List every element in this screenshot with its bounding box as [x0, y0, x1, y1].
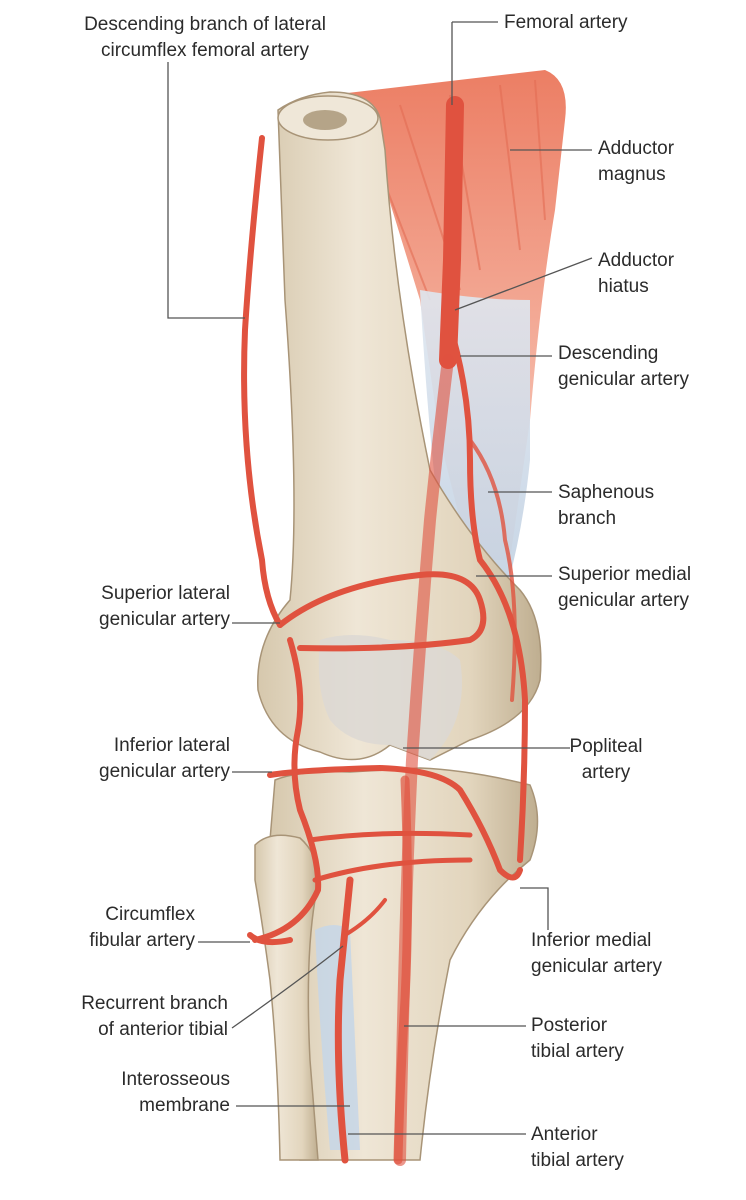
label-superior-lateral-genicular: Superior lateral genicular artery: [99, 583, 230, 630]
descending-genicular-vessel: [445, 317, 528, 863]
leader-descending-branch: [167, 62, 245, 319]
superior-genicular-ring: [277, 571, 487, 652]
anterior-tibial-vessel: [334, 876, 354, 1164]
artery-network: [241, 96, 528, 1166]
inferior-genicular-ring: [267, 765, 523, 881]
label-descending-branch-lateral: Descending branch of lateral circumflex …: [84, 14, 326, 61]
fibula-bone: [254, 834, 319, 1161]
label-recurrent-branch-anterior-tibial: Recurrent branch of anterior tibial: [81, 993, 228, 1040]
label-descending-genicular: Descending genicular artery: [558, 343, 689, 390]
label-saphenous-branch: Saphenous branch: [558, 482, 655, 529]
descending-branch-lateral-vessel: [241, 135, 283, 628]
leader-lines: [167, 21, 593, 1135]
posterior-tibial-vessel: [393, 775, 412, 1165]
label-circumflex-fibular: Circumflex fibular artery: [89, 904, 195, 951]
label-adductor-magnus: Adductor magnus: [598, 138, 675, 185]
label-femoral-artery: Femoral artery: [504, 12, 628, 33]
label-inferior-medial-genicular: Inferior medial genicular artery: [531, 930, 662, 977]
label-popliteal-artery: Popliteal artery: [569, 736, 643, 783]
label-posterior-tibial-artery: Posterior tibial artery: [531, 1015, 624, 1062]
recurrent-branch-vessel: [343, 898, 387, 937]
label-superior-medial-genicular: Superior medial genicular artery: [558, 564, 692, 611]
saphenous-branch-vessel: [468, 438, 517, 702]
lateral-chain-vessel: [252, 637, 322, 943]
label-interosseous-membrane: Interosseous membrane: [121, 1069, 230, 1116]
femur-bone: [257, 91, 542, 761]
label-adductor-hiatus: Adductor hiatus: [598, 250, 675, 297]
leader-recurrent-branch: [231, 945, 344, 1029]
leader-femoral-artery: [451, 21, 498, 105]
leader-adductor-hiatus: [454, 257, 593, 311]
label-anterior-tibial-artery: Anterior tibial artery: [531, 1124, 624, 1171]
leader-inferior-medial: [520, 887, 549, 930]
label-inferior-lateral-genicular: Inferior lateral genicular artery: [99, 735, 230, 782]
